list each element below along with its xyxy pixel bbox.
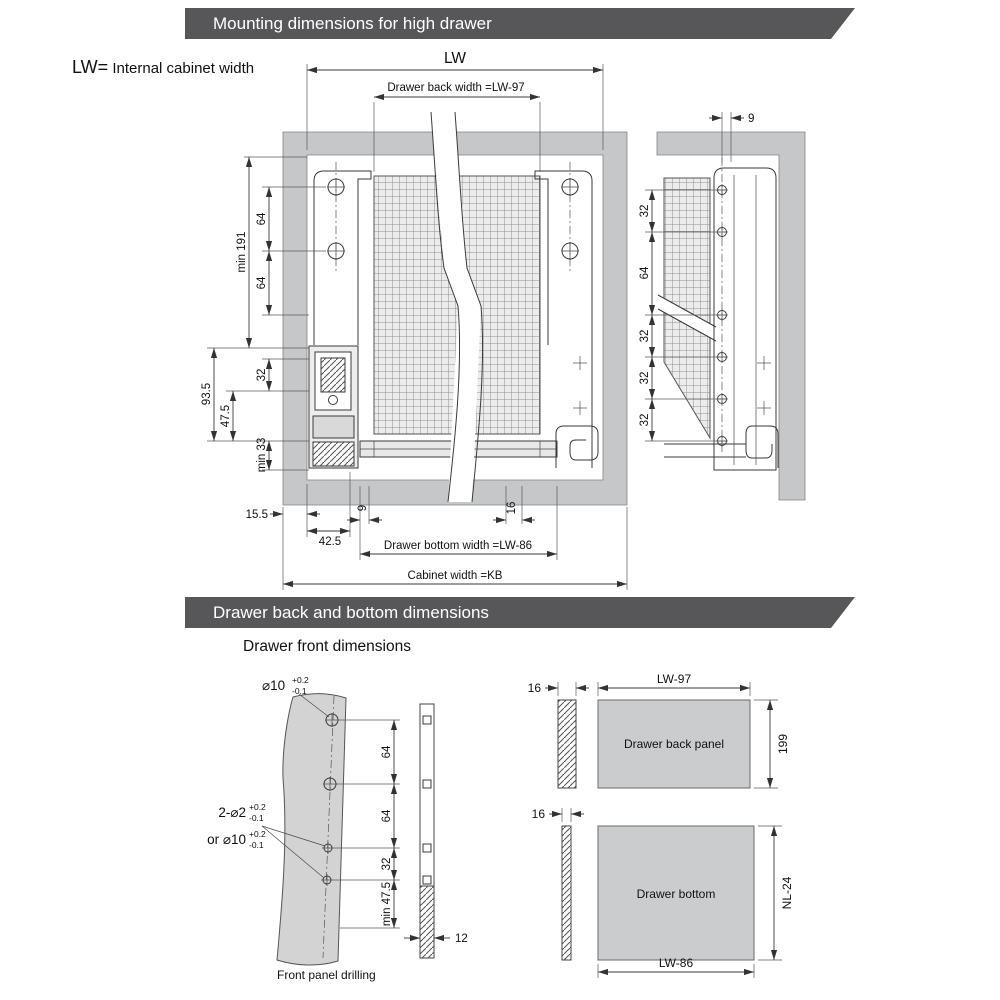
- back-panel-16-label: 16: [528, 681, 542, 695]
- dia10-tol-plus: +0.2: [292, 675, 309, 685]
- dim-min191-label: min 191: [236, 232, 248, 273]
- dim-425-label: 42.5: [319, 536, 341, 548]
- back-panel-width-label: LW-97: [657, 672, 692, 686]
- dim-lw97: LW-97: [597, 672, 751, 696]
- dim-16-bottom: 16: [532, 807, 584, 822]
- or-dia10-tol-minus: -0.1: [249, 840, 264, 850]
- back-panel-drawing: 16 LW-97 Drawer back panel 199: [528, 672, 790, 789]
- dim-bottom-width-label: Drawer bottom width =LW-86: [384, 540, 532, 552]
- dia10-tol-minus: -0.1: [292, 686, 307, 696]
- back-panel-thickness-strip: [557, 699, 577, 789]
- bottom-panel-drawing: 16 Drawer bottom NL-24 LW-86: [532, 807, 794, 978]
- cabinet-side-panel: [656, 131, 806, 501]
- dim-64b-label: 64: [256, 276, 268, 289]
- dim-9-label: 9: [357, 505, 369, 511]
- dim-cabinet-width-label: Cabinet width =KB: [408, 570, 503, 582]
- bottom-panel-height-label: NL-24: [780, 876, 794, 909]
- side-dim-32a-label: 32: [639, 205, 651, 218]
- dim-min33-label: min 33: [256, 438, 268, 473]
- side-rail: [713, 158, 779, 471]
- dim-lw-label: LW: [444, 50, 466, 67]
- front-panel: [276, 693, 347, 966]
- dia2-tol-plus: +0.2: [249, 802, 266, 812]
- dim-199: 199: [754, 699, 790, 789]
- front-panel-title: Drawer front dimensions: [243, 638, 411, 655]
- side-dim-32c-label: 32: [639, 372, 651, 385]
- drill-holes: [321, 713, 339, 886]
- dim-935-label: 93.5: [201, 383, 213, 405]
- bottom-thickness-strip: [561, 825, 572, 961]
- banner-top-label: Mounting dimensions for high drawer: [213, 13, 492, 33]
- front-view-dimensions: LW Drawer back width =LW-97 min 191 64 6…: [201, 50, 628, 590]
- fp-dim-64b-label: 64: [381, 809, 393, 822]
- back-panel-label: Drawer back panel: [624, 737, 724, 751]
- hole-spec-labels: ⌀10 +0.2 -0.1 2-⌀2 +0.2 -0.1 or ⌀10 +0.2…: [207, 675, 309, 850]
- side-dim-32b-label: 32: [639, 330, 651, 343]
- dim-16-back: 16: [528, 681, 589, 696]
- side-slide-mechanism: [745, 425, 779, 468]
- fp-dim-64a-label: 64: [381, 745, 393, 758]
- fp-dim-12-label: 12: [455, 933, 468, 945]
- dia10-label: ⌀10: [262, 678, 285, 693]
- front-panel-dimensions: 64 64 32 min 47.5: [333, 719, 400, 929]
- banner-mid-label: Drawer back and bottom dimensions: [213, 602, 489, 622]
- fp-dim-min475-label: min 47.5: [381, 882, 393, 926]
- side-view: 9 32 64 32 32 32: [639, 112, 806, 501]
- dim-lw86: LW-86: [597, 956, 755, 978]
- banner-back-bottom-dimensions: Drawer back and bottom dimensions: [185, 597, 855, 628]
- side-dim-9-label: 9: [748, 113, 754, 125]
- dim-16-label: 16: [506, 502, 518, 515]
- dim-nl24: NL-24: [758, 825, 794, 961]
- dim-32-label: 32: [256, 369, 268, 382]
- front-panel-drawing: ⌀10 +0.2 -0.1 2-⌀2 +0.2 -0.1 or ⌀10 +0.2…: [207, 675, 468, 982]
- bottom-panel-width-label: LW-86: [659, 956, 694, 970]
- bottom-panel-16-label: 16: [532, 807, 546, 821]
- right-drawer-rail: [534, 162, 599, 468]
- dim-back-width-label: Drawer back width =LW-97: [387, 82, 524, 94]
- side-view-dimensions: 9 32 64 32 32 32: [639, 112, 754, 442]
- lw-legend: LW= Internal cabinet width: [72, 57, 254, 78]
- cabinet-frame: [282, 131, 628, 506]
- lw-symbol: LW=: [72, 57, 109, 77]
- lw-description: Internal cabinet width: [108, 60, 255, 77]
- break-lines: [430, 111, 484, 503]
- dim-64a-label: 64: [256, 212, 268, 225]
- front-panel-caption: Front panel drilling: [277, 968, 376, 982]
- bottom-panel: [597, 825, 755, 961]
- or-dia10-label: or ⌀10: [207, 832, 246, 847]
- bottom-panel-label: Drawer bottom: [637, 887, 716, 901]
- left-slide-mechanism: [308, 345, 359, 469]
- banner-mounting-dimensions: Mounting dimensions for high drawer: [185, 8, 855, 39]
- dia2-tol-minus: -0.1: [249, 813, 264, 823]
- two-dia2-label: 2-⌀2: [218, 805, 246, 820]
- dim-475-label: 47.5: [220, 405, 232, 427]
- front-panel-side-view: 12: [404, 703, 468, 959]
- dim-155-label: 15.5: [246, 509, 268, 521]
- side-dim-64-label: 64: [639, 266, 651, 279]
- side-dim-32d-label: 32: [639, 414, 651, 427]
- left-drawer-rail: [308, 162, 372, 469]
- back-panel: [597, 699, 751, 789]
- fp-dim-32-label: 32: [381, 858, 393, 871]
- back-panel-height-label: 199: [776, 734, 790, 754]
- front-view: LW Drawer back width =LW-97 min 191 64 6…: [201, 50, 628, 590]
- or-dia10-tol-plus: +0.2: [249, 829, 266, 839]
- right-slide-mechanism: [555, 425, 599, 468]
